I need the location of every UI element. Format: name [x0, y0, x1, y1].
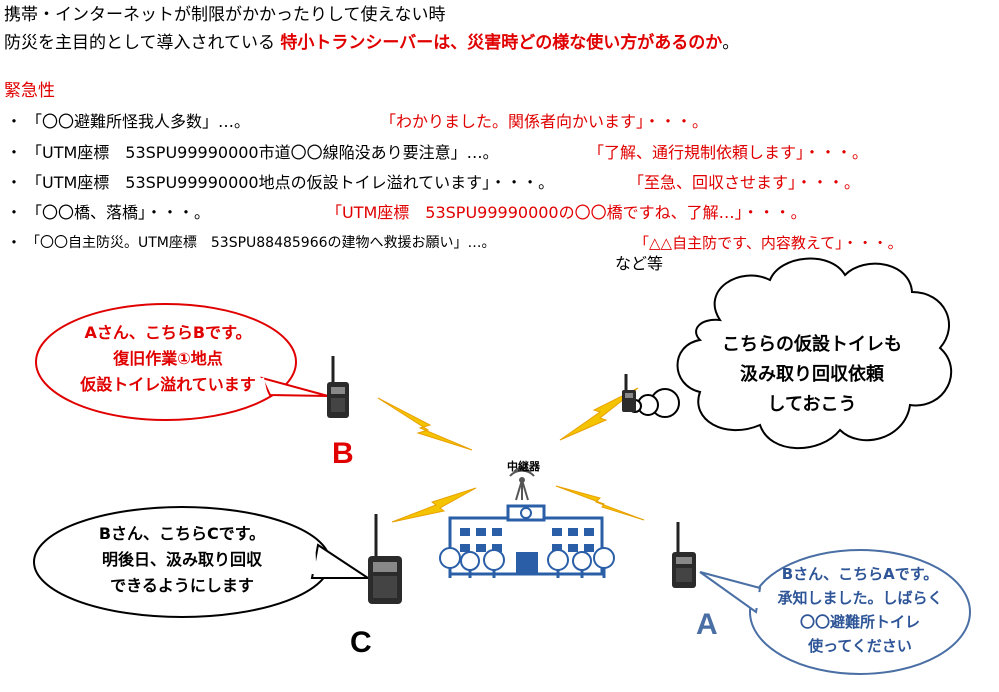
list-item-4-reply: 「UTM座標 53SPU99990000の〇〇橋ですね、了解…」・・・。 [326, 203, 807, 222]
header-line-2: 防災を主目的として導入されている 特小トランシーバーは、災害時どの様な使い方があ… [4, 32, 739, 54]
bubble-c-line-2: 明後日、汲み取り回収 [101, 550, 262, 569]
bubble-a-line-3: 〇〇避難所トイレ [799, 613, 920, 631]
bubble-b-line-3: 仮設トイレ溢れています [80, 375, 256, 394]
header-line-2-prefix: 防災を主目的として導入されている [4, 33, 281, 53]
thought-bubble-text: こちらの仮設トイレも 汲み取り回収依頼 しておこう [712, 330, 912, 420]
bubble-b-text: Aさん、こちらBです。 復旧作業①地点 仮設トイレ溢れています [58, 320, 278, 398]
list-item-2-text: 「UTM座標 53SPU99990000市道〇〇線陥没あり要注意」…。 [26, 143, 499, 162]
header-line-2-emphasis: 特小トランシーバーは、災害時どの様な使い方があるのか [280, 33, 723, 53]
speech-bubble-c [33, 506, 372, 618]
bubble-b-line-2: 復旧作業①地点 [113, 349, 223, 368]
bubble-a-text: Bさん、こちらAです。 承知しました。しばらく 〇〇避難所トイレ 使ってください [760, 562, 960, 658]
speech-bubble-b [35, 303, 329, 421]
list-item-1-text: 「〇〇避難所怪我人多数」…。 [26, 112, 251, 131]
label-a: A [696, 608, 718, 641]
bubble-a-line-2: 承知しました。しばらく [777, 589, 943, 607]
list-item-5-reply: 「△△自主防です、内容教えて」・・・。 [634, 234, 903, 252]
list-item-3-reply: 「至急、回収させます」・・・。 [628, 173, 861, 192]
section-title: 緊急性 [4, 81, 55, 101]
radio-wave-bolts [377, 387, 645, 523]
list-item-2-bullet: ・ [6, 143, 23, 162]
radio-c-icon [368, 514, 402, 604]
label-c: C [350, 626, 372, 659]
building-icon [439, 504, 615, 578]
list-item-5-text: 「〇〇自主防災。UTM座標 53SPU88485966の建物へ救援お願い」…。 [26, 235, 496, 251]
bubble-a-line-1: Bさん、こちらAです。 [781, 565, 939, 583]
bubble-c-line-1: Bさん、こちらCです。 [98, 524, 266, 543]
thought-line-2: 汲み取り回収依頼 [740, 364, 884, 385]
list-item-1-reply: 「わかりました。関係者向かいます」・・・。 [380, 112, 709, 131]
radio-a-icon [672, 522, 696, 588]
radio-b-icon [327, 356, 349, 418]
list-item-5-bullet: ・ [6, 233, 23, 252]
label-b: B [332, 437, 354, 470]
bubble-a-line-4: 使ってください [808, 637, 912, 655]
etc-label: など等 [615, 254, 664, 273]
relay-antenna-icon [509, 467, 535, 501]
list-item-3-bullet: ・ [6, 173, 23, 192]
list-item-3-text: 「UTM座標 53SPU99990000地点の仮設トイレ溢れています」・・・。 [26, 173, 555, 192]
bubble-c-text: Bさん、こちらCです。 明後日、汲み取り回収 できるようにします [62, 521, 302, 599]
radio-thought-icon [622, 374, 636, 412]
relay-label: 中継器 [507, 460, 540, 473]
bubble-c-line-3: できるようにします [110, 576, 254, 595]
bubble-b-line-1: Aさん、こちらBです。 [84, 323, 252, 342]
list-item-4-text: 「〇〇橋、落橋」・・・。 [26, 203, 211, 222]
list-item-2-reply: 「了解、通行規制依頼します」・・・。 [588, 143, 869, 162]
list-item-4-bullet: ・ [6, 203, 23, 222]
header-line-2-suffix: 。 [722, 33, 740, 53]
thought-line-3: しておこう [767, 394, 857, 415]
list-item-1-bullet: ・ [6, 112, 23, 131]
speech-bubble-a [699, 549, 971, 675]
header-line-1: 携帯・インターネットが制限がかかったりして使えない時 [4, 5, 446, 25]
thought-line-1: こちらの仮設トイレも [722, 334, 902, 355]
